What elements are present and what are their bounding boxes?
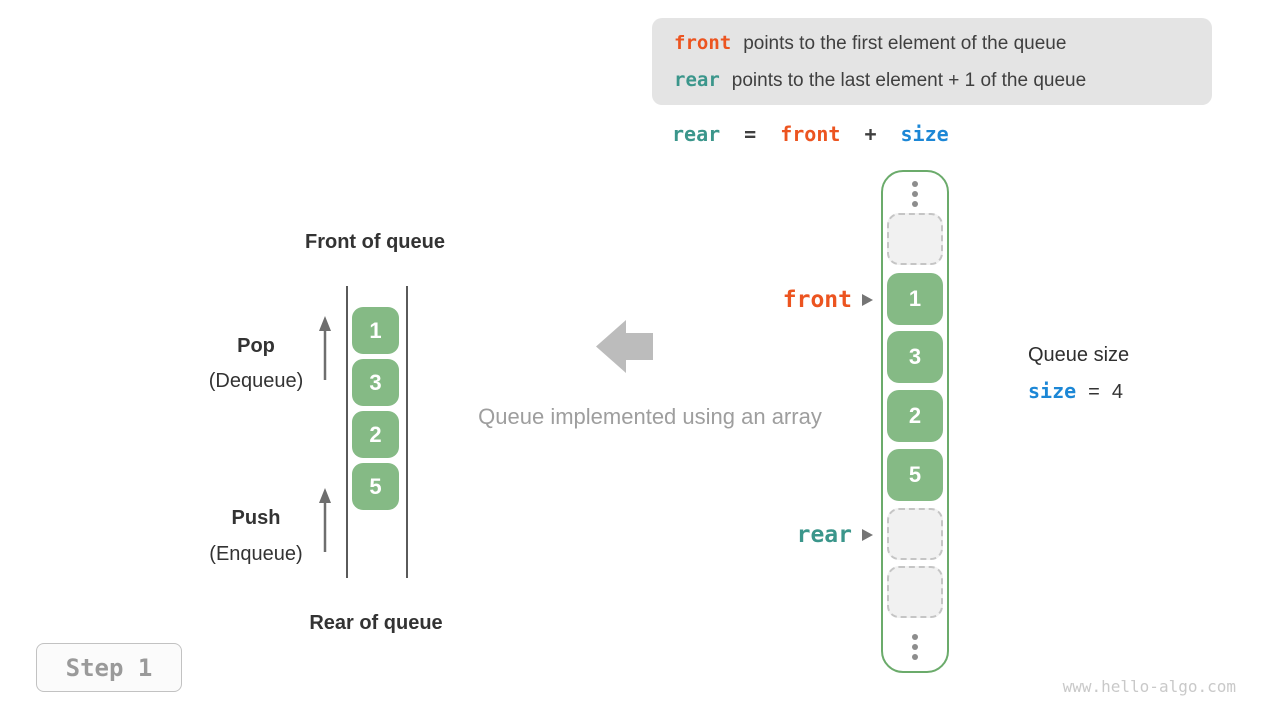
- left-queue-element: 2: [352, 411, 399, 458]
- left-queue-element: 5: [352, 463, 399, 510]
- rear-description: points to the last element + 1 of the qu…: [731, 69, 1087, 91]
- formula-rear: rear: [672, 122, 721, 146]
- array-cell: 3: [887, 331, 943, 383]
- front-pointer: front: [738, 286, 873, 314]
- array-cell: 1: [887, 273, 943, 325]
- formula-equals: =: [744, 122, 757, 146]
- array-cell: 5: [887, 449, 943, 501]
- size-value: 4: [1111, 381, 1123, 403]
- left-queue-element: 3: [352, 359, 399, 406]
- formula-plus: +: [864, 122, 877, 146]
- front-of-queue-heading: Front of queue: [305, 231, 445, 253]
- front-description: points to the first element of the queue: [743, 32, 1067, 54]
- dequeue-label: (Dequeue): [208, 370, 304, 392]
- rear-keyword: rear: [674, 68, 720, 91]
- array-container: 1 3 2 5: [881, 170, 949, 673]
- ellipsis-top-icon: [912, 181, 918, 207]
- pop-label: Pop: [237, 335, 275, 357]
- left-block-arrow-icon: [596, 320, 653, 373]
- queue-size-heading: Queue size: [1028, 344, 1130, 366]
- size-equals: =: [1088, 381, 1100, 403]
- ellipsis-bottom-icon: [912, 634, 918, 660]
- queue-channel-left-wall: [346, 286, 348, 578]
- formula: rear = front + size: [672, 122, 949, 146]
- left-queue-element: 1: [352, 307, 399, 354]
- rear-pointer-label: rear: [796, 522, 852, 548]
- front-pointer-label: front: [782, 287, 852, 313]
- push-up-arrow-icon: [319, 488, 331, 552]
- legend-line-front: front points to the first element of the …: [674, 25, 1212, 62]
- rear-pointer: rear: [738, 521, 873, 549]
- queue-channel-right-wall: [406, 286, 408, 578]
- implementation-caption: Queue implemented using an array: [478, 404, 822, 429]
- legend-line-rear: rear points to the last element + 1 of th…: [674, 62, 1212, 99]
- enqueue-label: (Enqueue): [209, 543, 303, 565]
- watermark: www.hello-algo.com: [1062, 677, 1236, 696]
- push-label: Push: [231, 507, 281, 529]
- size-variable: size: [1028, 379, 1077, 403]
- front-keyword: front: [674, 31, 732, 54]
- array-cell: 2: [887, 390, 943, 442]
- array-cell-empty: [887, 566, 943, 618]
- rear-pointer-arrow-icon: [862, 529, 873, 541]
- formula-size: size: [900, 122, 949, 146]
- array-cell-empty: [887, 508, 943, 560]
- legend-box: front points to the first element of the …: [652, 18, 1212, 105]
- queue-size-value-line: size = 4: [1028, 379, 1123, 404]
- formula-front: front: [780, 122, 841, 146]
- array-cell-empty: [887, 213, 943, 265]
- pop-up-arrow-icon: [319, 316, 331, 380]
- front-pointer-arrow-icon: [862, 294, 873, 306]
- step-badge: Step 1: [36, 643, 182, 692]
- rear-of-queue-heading: Rear of queue: [309, 612, 443, 634]
